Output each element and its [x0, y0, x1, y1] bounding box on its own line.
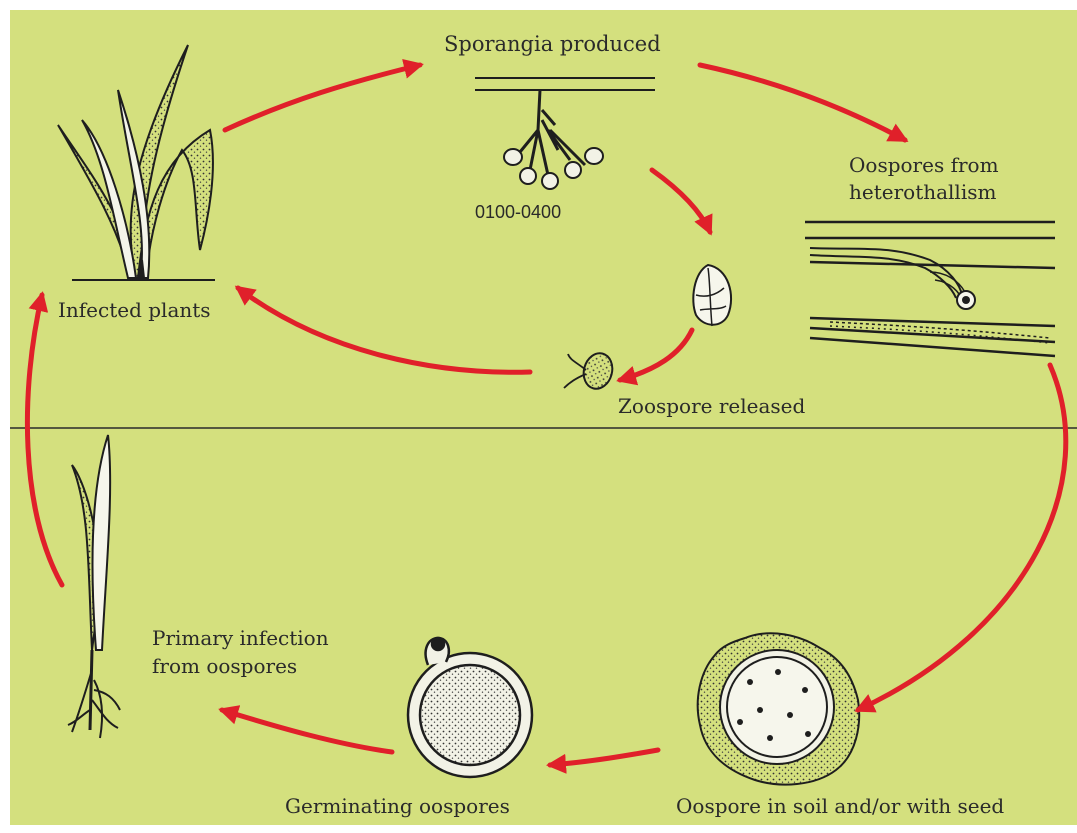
label-time-range: 0100-0400 — [475, 200, 561, 224]
label-heterothallism: heterothallism — [849, 180, 996, 204]
label-sporangia-produced: Sporangia produced — [444, 32, 661, 56]
label-from-oospores: from oospores — [152, 654, 297, 678]
label-zoospore-released: Zoospore released — [618, 394, 805, 418]
label-infected-plants: Infected plants — [58, 298, 211, 322]
label-germinating-oospores: Germinating oospores — [285, 794, 510, 818]
diagram-panel: Sporangia produced 0100-0400 Oospores fr… — [10, 10, 1077, 825]
label-oospores-from: Oospores from — [849, 153, 999, 177]
life-cycle-diagram — [10, 10, 1077, 825]
label-primary-infection: Primary infection — [152, 626, 329, 650]
diagram-background — [10, 10, 1077, 825]
label-oospore-in-soil: Oospore in soil and/or with seed — [676, 794, 1004, 818]
